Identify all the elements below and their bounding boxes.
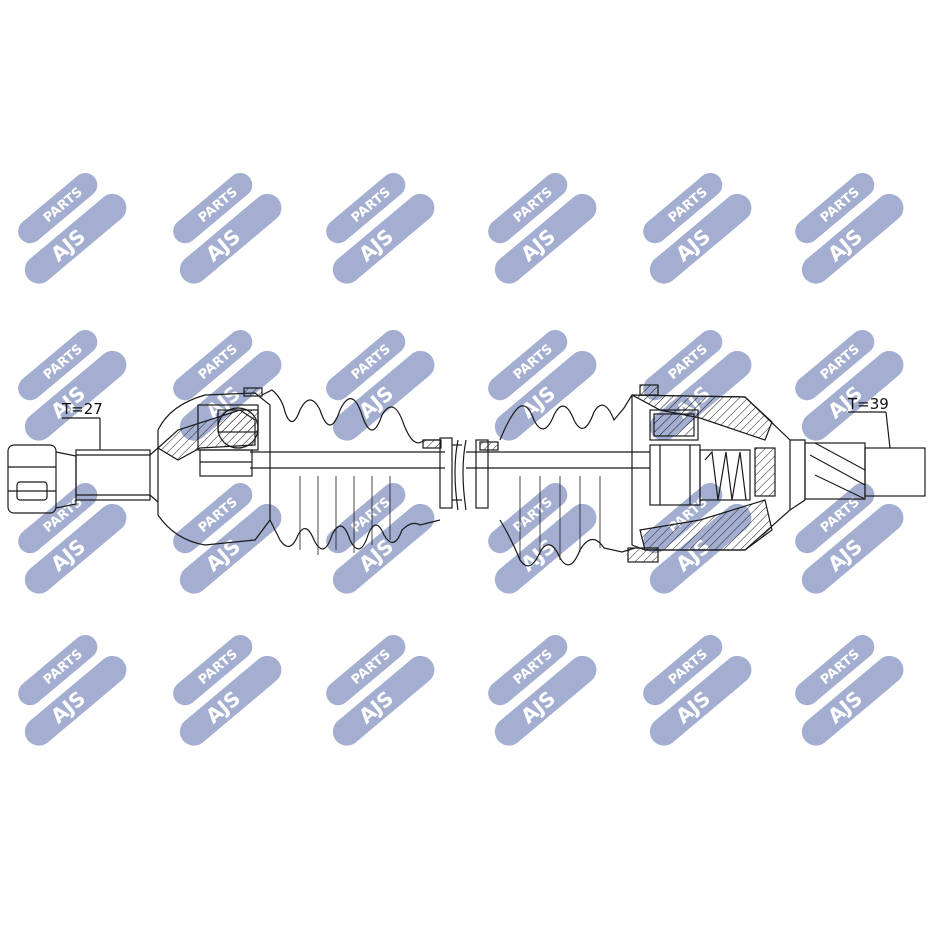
main-shaft xyxy=(250,437,500,511)
left-boot xyxy=(261,389,442,555)
inner-tripod-joint xyxy=(627,384,791,563)
label-leaders xyxy=(62,411,891,450)
right-teeth-label: T=39 xyxy=(847,395,889,413)
right-spline xyxy=(789,439,926,511)
spring-detail xyxy=(699,449,751,501)
outer-cv-joint xyxy=(156,387,271,546)
right-boot xyxy=(499,394,650,567)
drive-shaft-drawing xyxy=(7,384,926,567)
left-spline xyxy=(75,447,159,503)
left-teeth-label: T=27 xyxy=(61,400,103,418)
